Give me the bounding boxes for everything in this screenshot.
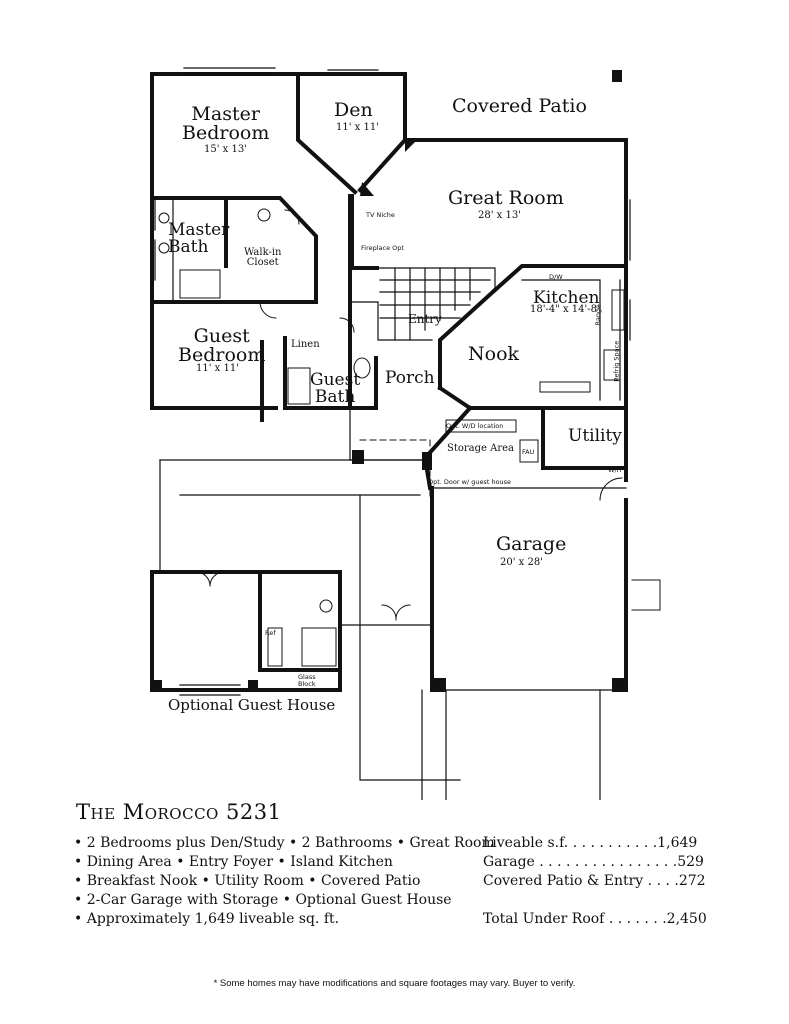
walk-in-closet-label: Walk-in Closet [244,247,282,268]
post [360,182,374,196]
utility-wall [541,406,628,470]
guest-bath-wall [283,336,378,410]
feature-item: • Approximately 1,649 liveable sq. ft. [74,911,340,927]
post [152,680,162,692]
opt-door-note: Opt. Door w/ guest house [428,478,512,486]
post [612,678,626,692]
guest-bedroom-label: Guest Bedroom [178,325,266,366]
stat-row [483,891,707,910]
post [352,450,364,464]
square-footage-table: Liveable s.f. . . . . . . . . . .1,649 G… [483,834,707,929]
nook-wall [438,287,498,390]
feature-item: • 2 Bedrooms plus Den/Study • 2 Bathroom… [74,835,495,851]
master-bath-wall [150,196,318,304]
ref-space-note: Refrig Space [612,340,621,382]
great-room-dim: 28' x 13' [478,210,521,221]
feature-item: • Dining Area • Entry Foyer • Island Kit… [74,854,393,870]
storage-area-label: Storage Area [447,443,515,454]
nook-label: Nook [468,343,520,365]
den-wall [296,72,358,195]
great-room-label: Great Room [448,187,564,209]
kitchen-wall [492,264,628,293]
gh-bath [258,570,342,672]
entry-label: Entry [408,312,442,326]
kitchen-label: Kitchen [533,288,600,308]
garage-label: Garage [496,533,567,555]
guest-bedroom-dim: 11' x 11' [196,363,239,374]
wh-note: W/H [608,466,622,474]
glass-block-label: Glass Block [298,673,316,688]
post [248,680,258,692]
linen-label: Linen [291,339,320,350]
plan-number: 5231 [226,800,282,824]
ref-note: Ref [265,629,276,637]
garage-dim: 20' x 28' [500,557,543,568]
den-dim: 11' x 11' [336,122,379,133]
post [405,140,417,152]
stat-row: Garage . . . . . . . . . . . . . . . .52… [483,854,704,870]
fau-note: FAU [522,448,535,456]
covered-patio-label: Covered Patio [452,95,587,117]
dw-note: D/W [549,273,563,281]
den-label: Den [334,99,373,121]
range-note: Range [594,304,603,326]
stat-row: Liveable s.f. . . . . . . . . . .1,649 [483,835,698,851]
kitchen-dim: 18'-4" x 14'-8" [530,304,602,315]
tv-niche-note: TV Niche [366,211,395,219]
optional-guest-house-label: Optional Guest House [168,696,336,714]
feature-item: • Breakfast Nook • Utility Room • Covere… [74,873,421,889]
porch-label: Porch [385,368,435,388]
post [422,452,432,470]
great-room-west [350,194,379,270]
features-list: • 2 Bedrooms plus Den/Study • 2 Bathroom… [74,834,495,929]
plan-title: The Morocco 5231 [76,800,282,824]
nook-lower [437,385,628,410]
disclaimer: * Some homes may have modifications and … [213,978,576,989]
floor-plan-drawing [150,67,661,800]
guest-house-top [150,570,342,692]
guest-house-outer [150,570,277,692]
utility-label: Utility [568,426,622,446]
master-bedroom-label: Master Bedroom [182,103,270,144]
post [432,678,446,692]
stat-row: Total Under Roof . . . . . . .2,450 [483,911,707,927]
feature-item: • 2-Car Garage with Storage • Optional G… [74,892,452,908]
master-bedroom-dim: 15' x 13' [204,144,247,155]
post [612,70,622,82]
stat-row: Covered Patio & Entry . . . .272 [483,873,706,889]
opt-wd-note: Opt. W/D location [446,422,504,430]
fireplace-note: Fireplace Opt [361,244,404,252]
guest-bath-label: Guest Bath [310,370,361,407]
master-bath-label: Master Bath [168,220,230,257]
plan-name: The Morocco [76,800,219,824]
